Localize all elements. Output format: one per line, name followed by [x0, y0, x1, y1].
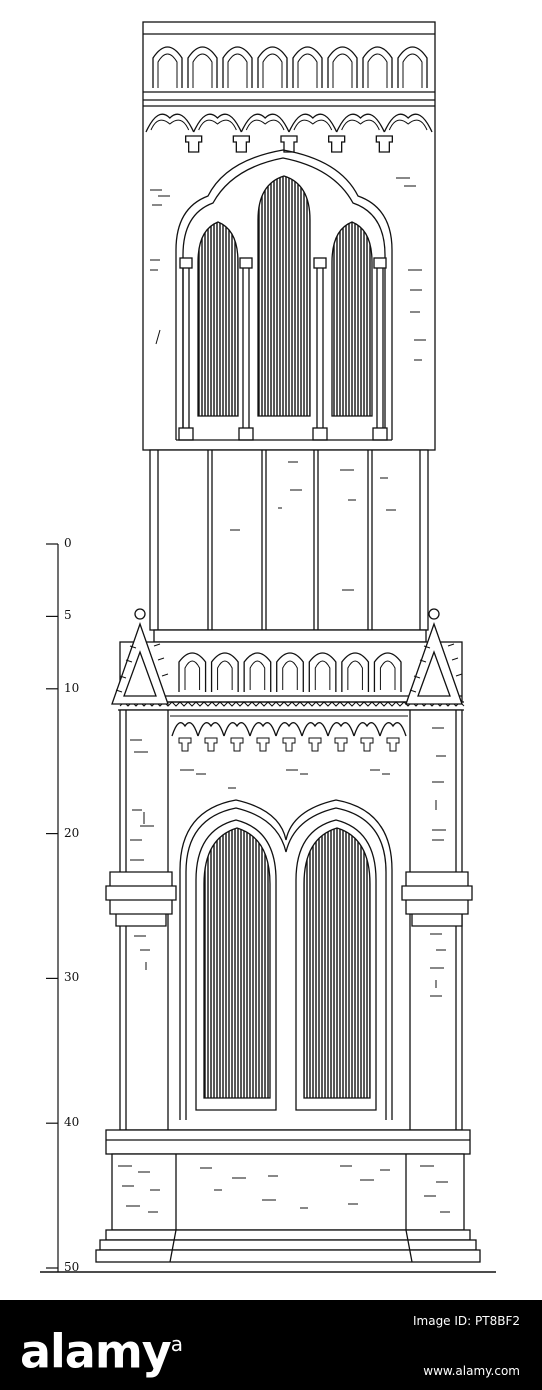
scale-label: 0 — [64, 536, 72, 550]
left-buttress — [105, 710, 177, 1130]
tower-illustration — [40, 21, 496, 1273]
upper-top-arcade — [152, 46, 428, 88]
upper-window-shafts — [178, 257, 388, 441]
upper-triple-window — [175, 149, 393, 441]
lower-twin-window — [179, 799, 393, 1120]
upper-belfry-stage — [142, 21, 436, 451]
watermark-bar: alamya Image ID: PT8BF2 www.alamy.com — [0, 1300, 542, 1390]
right-pinnacle — [405, 608, 463, 705]
lower-cornice-arcade — [178, 652, 402, 692]
scale-label: 20 — [64, 825, 80, 840]
scale-label: 30 — [64, 970, 80, 985]
scale-label: 40 — [64, 1115, 80, 1130]
lower-stage — [95, 608, 481, 1263]
tower-elevation-drawing: 0 5 10 20 30 40 50 — [40, 21, 496, 1274]
scale-label: 10 — [64, 680, 80, 695]
alamy-logo: alamya — [20, 1324, 183, 1379]
upper-corbel-arcade — [145, 113, 433, 153]
cornice-zigzag — [119, 701, 465, 707]
scale-bar — [46, 543, 59, 1272]
left-pinnacle — [111, 608, 169, 705]
watermark-url-text: www.alamy.com — [423, 1364, 520, 1378]
scale-label: 5 — [64, 608, 72, 623]
right-buttress — [401, 710, 473, 1130]
image-id-text: Image ID: PT8BF2 — [412, 1314, 520, 1328]
lower-corbel-arcade — [170, 715, 408, 752]
tower-shaft-stage — [149, 449, 429, 631]
scale-label: 50 — [64, 1260, 80, 1274]
